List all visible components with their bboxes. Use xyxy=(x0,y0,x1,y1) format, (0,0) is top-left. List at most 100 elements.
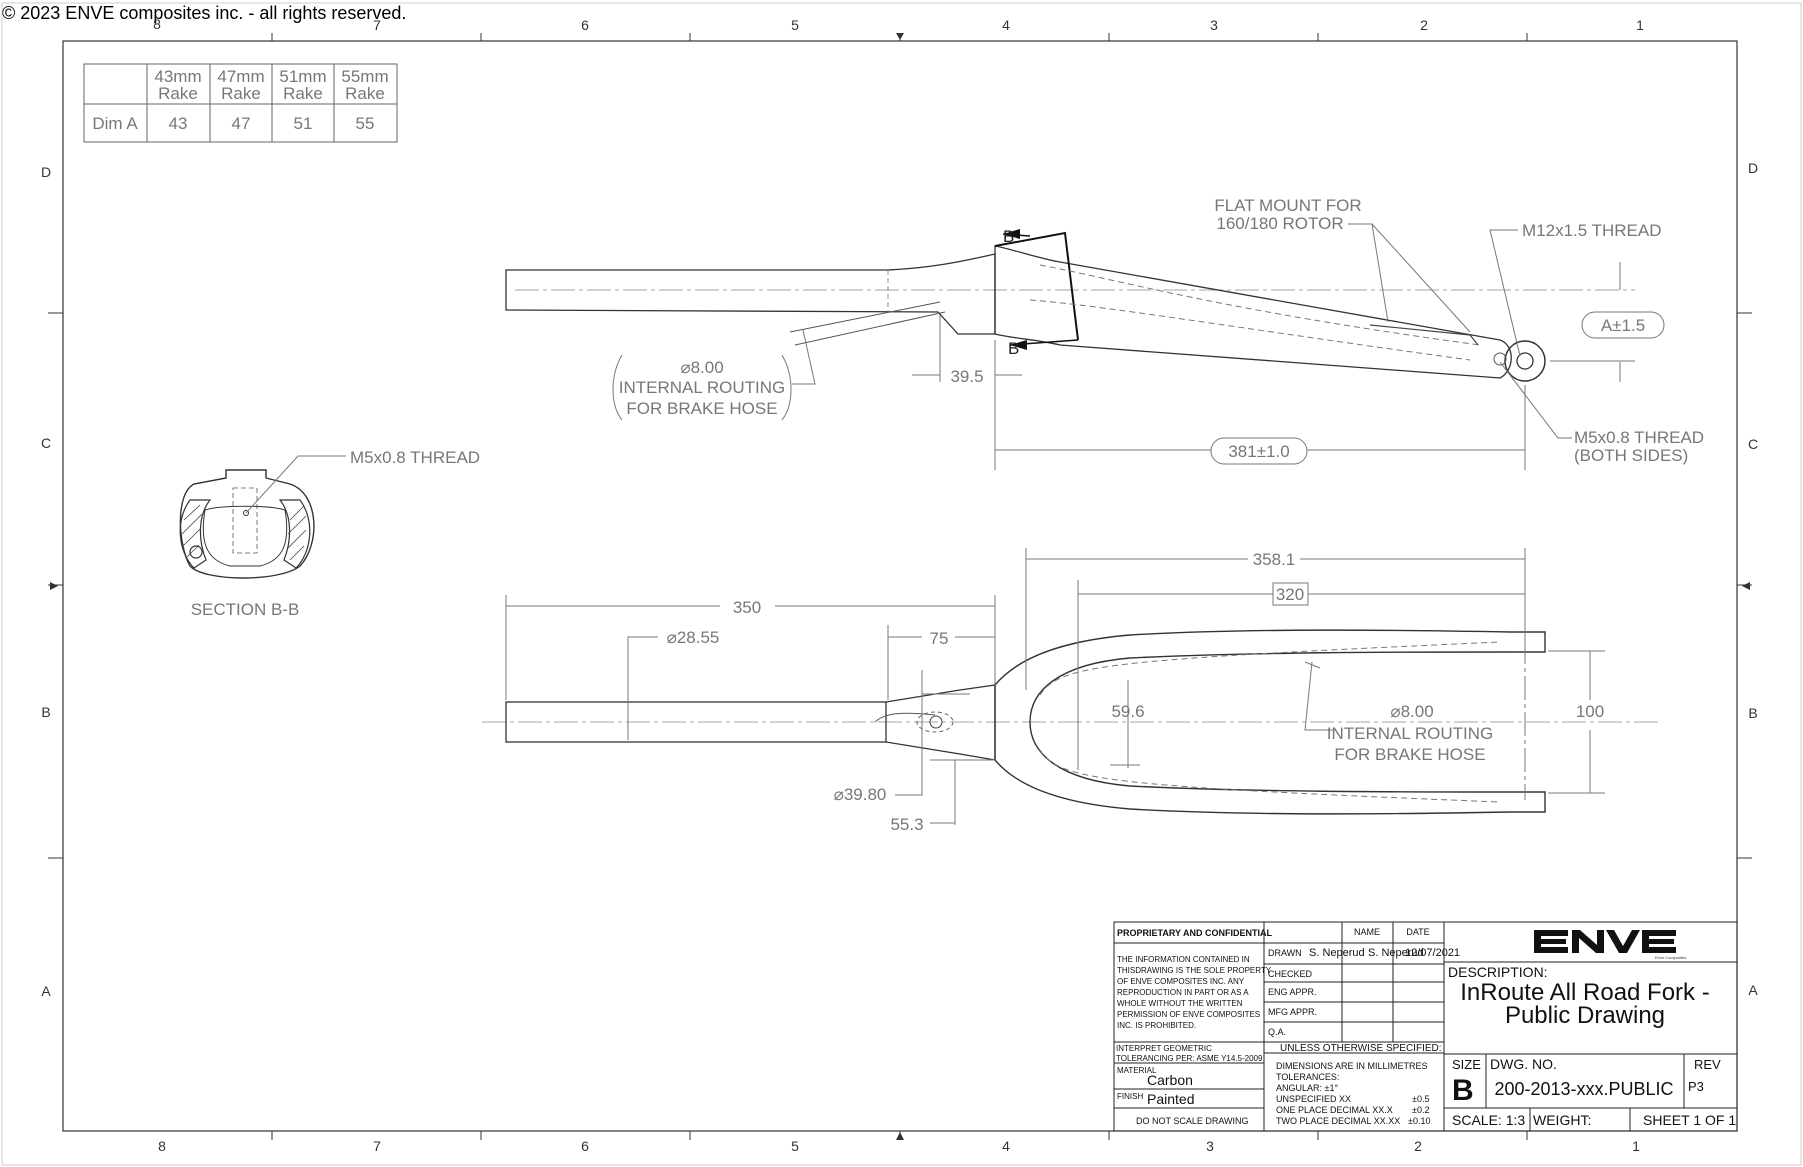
rev-label: REV xyxy=(1694,1057,1721,1072)
section-hose-hole xyxy=(189,545,203,559)
tolerance-value: ±0.2 xyxy=(1412,1105,1429,1115)
drawn-date: 12/07/2021 xyxy=(1405,947,1460,959)
rake-header: Rake xyxy=(345,84,385,103)
copyright-text: © 2023 ENVE composites inc. - all rights… xyxy=(2,3,406,23)
proprietary-text: WHOLE WITHOUT THE WRITTEN xyxy=(1117,999,1243,1008)
routing-note-front: FOR BRAKE HOSE xyxy=(1334,745,1485,764)
proprietary-text: OF ENVE COMPOSITES INC. ANY xyxy=(1117,977,1245,986)
dwg-no-value: 200-2013-xxx.PUBLIC xyxy=(1494,1079,1673,1099)
do-not-scale: DO NOT SCALE DRAWING xyxy=(1136,1116,1249,1126)
dim-381: 381±1.0 xyxy=(1228,442,1289,461)
zone-col-label: 8 xyxy=(153,16,161,32)
zone-col-label: 5 xyxy=(791,1138,799,1154)
section-right-pocket xyxy=(278,499,311,569)
zone-row-label: A xyxy=(1748,982,1758,998)
scale-value: SCALE: 1:3 xyxy=(1452,1112,1525,1128)
tolerance-text: TOLERANCES: xyxy=(1276,1072,1339,1082)
zone-col-label: 2 xyxy=(1420,17,1428,33)
section-thread-label: M5x0.8 THREAD xyxy=(350,448,480,467)
section-thread-hole xyxy=(243,510,249,516)
section-outline xyxy=(179,469,315,579)
logo-subtext: Enve Composites xyxy=(1655,955,1686,960)
rake-header: 47mm xyxy=(217,67,264,86)
rake-row-label: Dim A xyxy=(92,114,138,133)
section-marker-bottom: B xyxy=(1008,339,1019,358)
finish-value: Painted xyxy=(1147,1091,1194,1107)
routing-note-side: ⌀8.00 xyxy=(680,358,723,377)
material-label: MATERIAL xyxy=(1117,1066,1157,1075)
dwg-no-label: DWG. NO. xyxy=(1490,1056,1557,1072)
mfg-appr-label: MFG APPR. xyxy=(1268,1007,1317,1017)
dim-381-box xyxy=(1210,437,1308,465)
dim-320: 320 xyxy=(1276,585,1304,604)
m12-thread-label: M12x1.5 THREAD xyxy=(1522,221,1662,240)
sheet-value: SHEET 1 OF 1 xyxy=(1643,1112,1736,1128)
axle-hole xyxy=(1516,352,1534,370)
tolerance-text: ANGULAR: ±1° xyxy=(1276,1083,1338,1093)
section-inner xyxy=(202,505,288,567)
interpret-text: TOLERANCING PER: ASME Y14.5-2009 xyxy=(1116,1054,1263,1063)
fork-side-view: B B FLAT MOUNT FOR 160/180 ROTOR M12x1.5… xyxy=(505,196,1704,470)
zone-col-label: 2 xyxy=(1414,1138,1422,1154)
m5-hole xyxy=(1493,352,1507,366)
rake-value: 47 xyxy=(232,114,251,133)
dim-350: 350 xyxy=(733,598,761,617)
zone-col-label: 3 xyxy=(1210,17,1218,33)
zone-row-label: C xyxy=(41,435,51,451)
rake-header: Rake xyxy=(283,84,323,103)
col-name: NAME xyxy=(1354,927,1380,937)
routing-note-side: FOR BRAKE HOSE xyxy=(626,399,777,418)
section-b-b-view: M5x0.8 THREAD SECTION B-B xyxy=(179,448,480,619)
dim-28-55: ⌀28.55 xyxy=(667,628,720,647)
zone-col-label: 3 xyxy=(1206,1138,1214,1154)
tolerance-value: ±0.5 xyxy=(1412,1094,1429,1104)
tolerance-text: TWO PLACE DECIMAL XX.XX xyxy=(1276,1116,1400,1126)
description-label: DESCRIPTION: xyxy=(1448,964,1548,980)
drawn-label: DRAWN xyxy=(1268,948,1302,958)
fork-blades-front xyxy=(994,629,1546,815)
rake-value: 55 xyxy=(356,114,375,133)
zone-row-label: D xyxy=(1748,160,1758,176)
rake-header: 51mm xyxy=(279,67,326,86)
tolerance-text: DIMENSIONS ARE IN MILLIMETRES xyxy=(1276,1061,1428,1071)
drawn-name: S. Neperud xyxy=(1309,947,1365,959)
finish-label: FINISH xyxy=(1117,1092,1143,1101)
rake-table: 43mm Rake 47mm Rake 51mm Rake 55mm Rake … xyxy=(83,63,398,143)
dim-358-1: 358.1 xyxy=(1253,550,1296,569)
section-thread-leader xyxy=(245,455,346,514)
zone-col-label: 4 xyxy=(1002,1138,1010,1154)
dim-75: 75 xyxy=(930,629,949,648)
interpret-text: INTERPRET GEOMETRIC xyxy=(1116,1044,1212,1053)
zone-col-label: 7 xyxy=(373,17,381,33)
crown-taper xyxy=(885,684,996,761)
zone-col-label: 4 xyxy=(1002,17,1010,33)
section-marker-top: B xyxy=(1003,227,1014,246)
zone-col-label: 1 xyxy=(1636,17,1644,33)
size-label: SIZE xyxy=(1452,1057,1481,1072)
proprietary-text: REPRODUCTION IN PART OR AS A xyxy=(1117,988,1249,997)
proprietary-text: THISDRAWING IS THE SOLE PROPERTY xyxy=(1117,966,1272,975)
zone-col-label: 7 xyxy=(373,1138,381,1154)
steerer-front xyxy=(505,701,887,743)
rake-header: 43mm xyxy=(154,67,201,86)
zone-col-label: 5 xyxy=(791,17,799,33)
rake-header: Rake xyxy=(158,84,198,103)
description-line: Public Drawing xyxy=(1505,1002,1665,1029)
fork-front-view: 350 ⌀28.55 75 ⌀39.80 55.3 358.1 320 xyxy=(482,548,1660,834)
routing-note-side: INTERNAL ROUTING xyxy=(619,378,786,397)
title-block: PROPRIETARY AND CONFIDENTIAL THE INFORMA… xyxy=(1113,921,1738,1132)
rake-value: 43 xyxy=(169,114,188,133)
dim-320-box xyxy=(1272,582,1309,606)
description-line: InRoute All Road Fork - xyxy=(1460,979,1709,1006)
zone-row-label: B xyxy=(1748,705,1757,721)
dim-55-3: 55.3 xyxy=(890,815,923,834)
qa-label: Q.A. xyxy=(1268,1027,1286,1037)
rake-value: 51 xyxy=(294,114,313,133)
section-hatch xyxy=(181,504,307,561)
size-value: B xyxy=(1452,1074,1474,1107)
weight-label: WEIGHT: xyxy=(1533,1112,1591,1128)
routing-note-front: ⌀8.00 xyxy=(1390,702,1433,721)
dropout-outer xyxy=(1504,340,1546,382)
